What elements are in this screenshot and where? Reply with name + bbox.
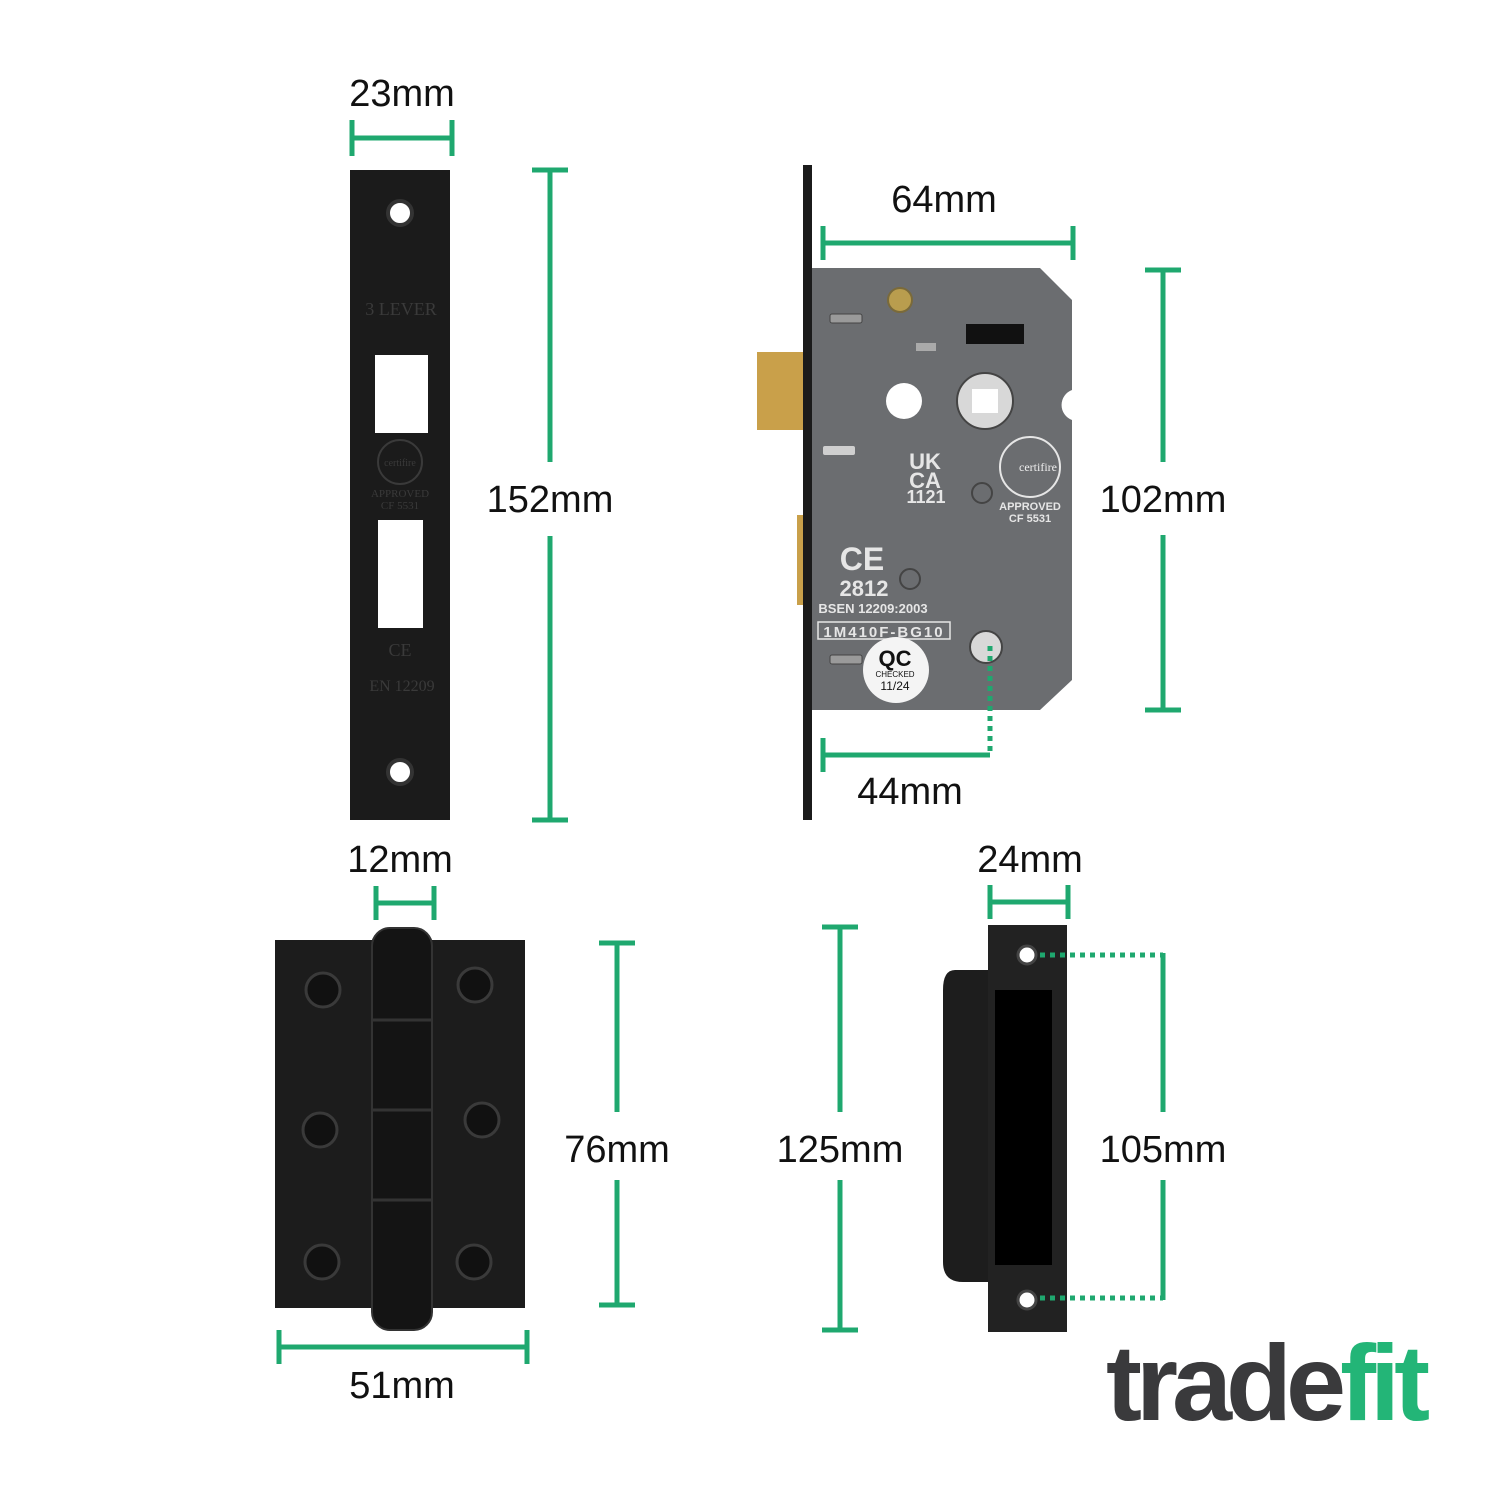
keep-cutout [995, 990, 1052, 1265]
approved-text: APPROVED [999, 501, 1061, 513]
rivet-icon [899, 568, 921, 590]
qc-text: QC [879, 646, 912, 671]
screw-icon [463, 1101, 501, 1139]
deadbolt [797, 515, 805, 605]
screw-hole-icon [386, 199, 414, 227]
ukca-text: CA [909, 468, 941, 493]
ukca-text: UK [909, 449, 941, 474]
dimension-hinge-knuckle: 12mm [347, 839, 453, 920]
dimension-label: 102mm [1100, 479, 1227, 521]
cf-number: CF 5531 [1009, 513, 1051, 525]
dimension-label: 44mm [857, 771, 963, 813]
screw-icon [303, 1243, 341, 1281]
slot [829, 654, 863, 665]
dimension-label: 23mm [349, 73, 455, 115]
latch-cutout [375, 355, 428, 433]
dimension-label: 125mm [777, 1129, 904, 1171]
dimension-keep-width: 24mm [977, 839, 1083, 919]
hinge-knuckle [371, 927, 433, 1331]
dimension-label: 152mm [487, 479, 614, 521]
case-body [812, 268, 1072, 710]
spindle-hole [886, 383, 922, 419]
certifire-logo-icon [999, 436, 1061, 498]
forend-ce-text: CE [388, 640, 411, 660]
dimension-forend-height: 152mm [487, 167, 614, 823]
latch-bolt [757, 352, 805, 430]
forend-standard-text: EN 12209 [369, 678, 434, 695]
screw-icon [455, 1243, 493, 1281]
dimension-hinge-height: 76mm [564, 940, 670, 1308]
slot [966, 324, 1024, 344]
screw-icon [456, 966, 494, 1004]
forend-cf-text: CF 5531 [381, 500, 419, 512]
dimension-forend-width: 23mm [349, 73, 455, 156]
ce-mark: CE [840, 541, 884, 577]
certifire-logo-icon [377, 439, 423, 485]
tradefit-logo: tradefit [1106, 1322, 1429, 1443]
slot [829, 313, 863, 324]
screw-hole-icon [1016, 1289, 1038, 1311]
dimension-keep-height: 125mm [777, 924, 904, 1333]
dimension-hinge-width: 51mm [276, 1330, 530, 1407]
dimension-label: 12mm [347, 839, 453, 881]
product-code: 1M410F-BG10 [823, 624, 944, 641]
screw-icon [304, 971, 342, 1009]
keep-lip [943, 970, 990, 1282]
standard-text: BSEN 12209:2003 [818, 601, 927, 616]
screw-hole-icon [386, 758, 414, 786]
certifire-text: certifire [1019, 460, 1057, 474]
butt-hinge [275, 927, 525, 1331]
qc-checked-text: CHECKED [875, 670, 914, 679]
screw-icon [301, 1111, 339, 1149]
dimension-case-width: 64mm [820, 179, 1076, 260]
strike-keep [943, 925, 1067, 1332]
dimension-label: 24mm [977, 839, 1083, 881]
dimension-keep-hole-centres: 105mm [1040, 952, 1227, 1301]
qc-date: 11/24 [880, 679, 909, 693]
follower-square [972, 389, 998, 413]
dimension-label: 105mm [1100, 1129, 1227, 1171]
logo-fit: fit [1340, 1322, 1429, 1443]
logo-trade: trade [1106, 1322, 1343, 1443]
dimension-label: 51mm [349, 1365, 455, 1407]
ukca-number: 1121 [906, 487, 945, 507]
code-box [817, 621, 951, 640]
dimension-backset: 44mm [820, 646, 993, 813]
dimension-label: 64mm [891, 179, 997, 221]
sash-lock-case: UK CA 1121 certifire APPROVED CF 5531 CE… [757, 165, 1072, 820]
forend-approved-text: APPROVED [371, 488, 429, 500]
keyhole-icon [969, 630, 1003, 664]
rivet-icon [971, 482, 993, 504]
deadbolt-cutout [378, 520, 423, 628]
lock-forend [803, 165, 812, 820]
forend-cert-text: certifire [384, 458, 416, 469]
screw-icon [887, 287, 913, 313]
slot [916, 343, 936, 351]
screw-hole-icon [1016, 944, 1038, 966]
dimension-label: 76mm [564, 1129, 670, 1171]
slot [823, 446, 855, 455]
forend-type-text: 3 LEVER [365, 299, 437, 319]
qc-sticker [863, 637, 929, 703]
lock-forend-plate: 3 LEVER certifire APPROVED CF 5531 CE EN… [350, 170, 450, 820]
dimension-case-height: 102mm [1100, 267, 1227, 713]
ce-number: 2812 [840, 576, 889, 601]
forend-body [350, 170, 450, 820]
